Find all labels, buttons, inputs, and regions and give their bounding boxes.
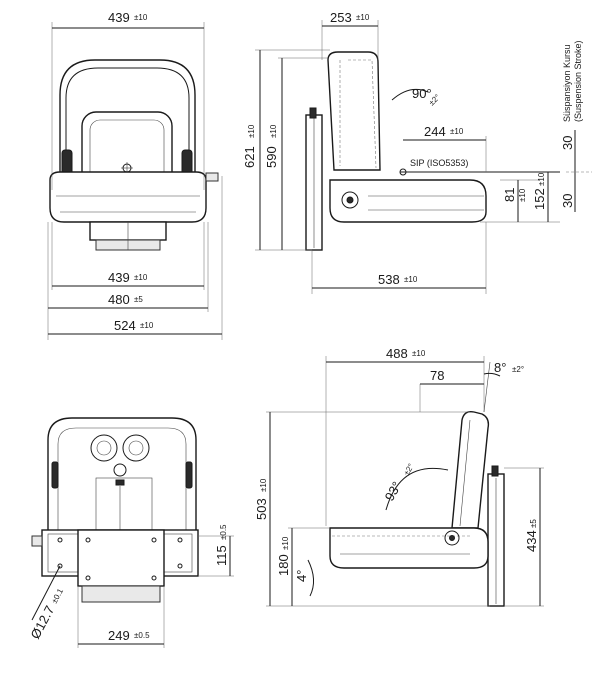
rear-dim-115: 115 xyxy=(214,545,229,566)
upright-dim-538-tol: ±10 xyxy=(404,275,418,284)
upright-stroke-30-down: 30 xyxy=(560,194,575,208)
reclined-dim-488-tol: ±10 xyxy=(412,349,426,358)
front-dim-480-tol: ±5 xyxy=(134,295,143,304)
reclined-dim-503-tol: ±10 xyxy=(259,478,268,492)
front-view: 439 ±10 439 ±10 480 ±5 524 ±10 xyxy=(47,10,223,340)
front-dim-524: 524 xyxy=(114,318,136,333)
upright-dim-621: 621 xyxy=(242,146,257,168)
rear-view: 115 ±0.5 Ø12.7 ±0.1 249 ±0.5 xyxy=(27,417,234,648)
upright-dim-253-tol: ±10 xyxy=(356,13,370,22)
upright-dim-538: 538 xyxy=(378,272,400,287)
reclined-dim-78: 78 xyxy=(430,368,444,383)
upright-suspension-label-en: (Suspension Stroke) xyxy=(573,40,583,122)
reclined-dim-434: 434 xyxy=(524,530,539,552)
reclined-backrest xyxy=(451,410,490,529)
reclined-angle-8-tol: ±2° xyxy=(512,365,524,374)
front-dim-439-top: 439 xyxy=(108,10,130,25)
front-dim-439-top-tol: ±10 xyxy=(134,13,148,22)
reclined-angle-8: 8° xyxy=(494,360,506,375)
upright-dim-253: 253 xyxy=(330,10,352,25)
upright-dim-152: 152 xyxy=(532,188,547,210)
upright-dim-81-tol: ±10 xyxy=(518,188,527,202)
front-dim-480: 480 xyxy=(108,292,130,307)
front-seat-cushion xyxy=(49,171,207,223)
reclined-seat xyxy=(329,527,489,569)
reclined-dim-180-tol: ±10 xyxy=(281,536,290,550)
upright-suspension-label-tr: Süspansiyon Kursu xyxy=(562,44,572,122)
reclined-angle-93: 93° xyxy=(382,479,405,504)
upright-dim-152-tol: ±10 xyxy=(537,172,546,186)
upright-dim-244: 244 xyxy=(424,124,446,139)
reclined-dim-434-tol: ±5 xyxy=(529,519,538,528)
front-dim-439-seat: 439 xyxy=(108,270,130,285)
front-dim-439-seat-tol: ±10 xyxy=(134,273,148,282)
reclined-dim-180: 180 xyxy=(276,554,291,576)
upright-dim-244-tol: ±10 xyxy=(450,127,464,136)
upright-dim-590-tol: ±10 xyxy=(269,124,278,138)
rear-dim-hole-dia-tol: ±0.1 xyxy=(50,587,65,605)
reclined-dim-503: 503 xyxy=(254,498,269,520)
upright-angle-90: 90° xyxy=(412,86,432,101)
upright-seat xyxy=(329,179,487,223)
side-view-upright: SIP (ISO5353) 253 ±10 621 ±10 590 ±10 90… xyxy=(242,10,592,294)
side-view-reclined: 488 ±10 78 8° ±2° 93° ±2° 503 ±10 180 ±1… xyxy=(254,346,544,607)
reclined-angle-4: 4° xyxy=(294,570,309,582)
rear-dim-hole-dia: Ø12.7 xyxy=(27,603,57,641)
upright-stroke-30-up: 30 xyxy=(560,136,575,150)
upright-dim-590: 590 xyxy=(264,146,279,168)
rear-dim-249-tol: ±0.5 xyxy=(134,631,150,640)
front-dim-524-tol: ±10 xyxy=(140,321,154,330)
rear-dim-249: 249 xyxy=(108,628,130,643)
upright-dim-621-tol: ±10 xyxy=(247,124,256,138)
upright-sip-label: SIP (ISO5353) xyxy=(410,158,468,168)
upright-dim-81: 81 xyxy=(502,188,517,202)
upright-backrest xyxy=(327,51,381,171)
reclined-angle-93-tol: ±2° xyxy=(402,462,416,477)
rear-dim-115-tol: ±0.5 xyxy=(219,524,228,540)
reclined-dim-488: 488 xyxy=(386,346,408,361)
